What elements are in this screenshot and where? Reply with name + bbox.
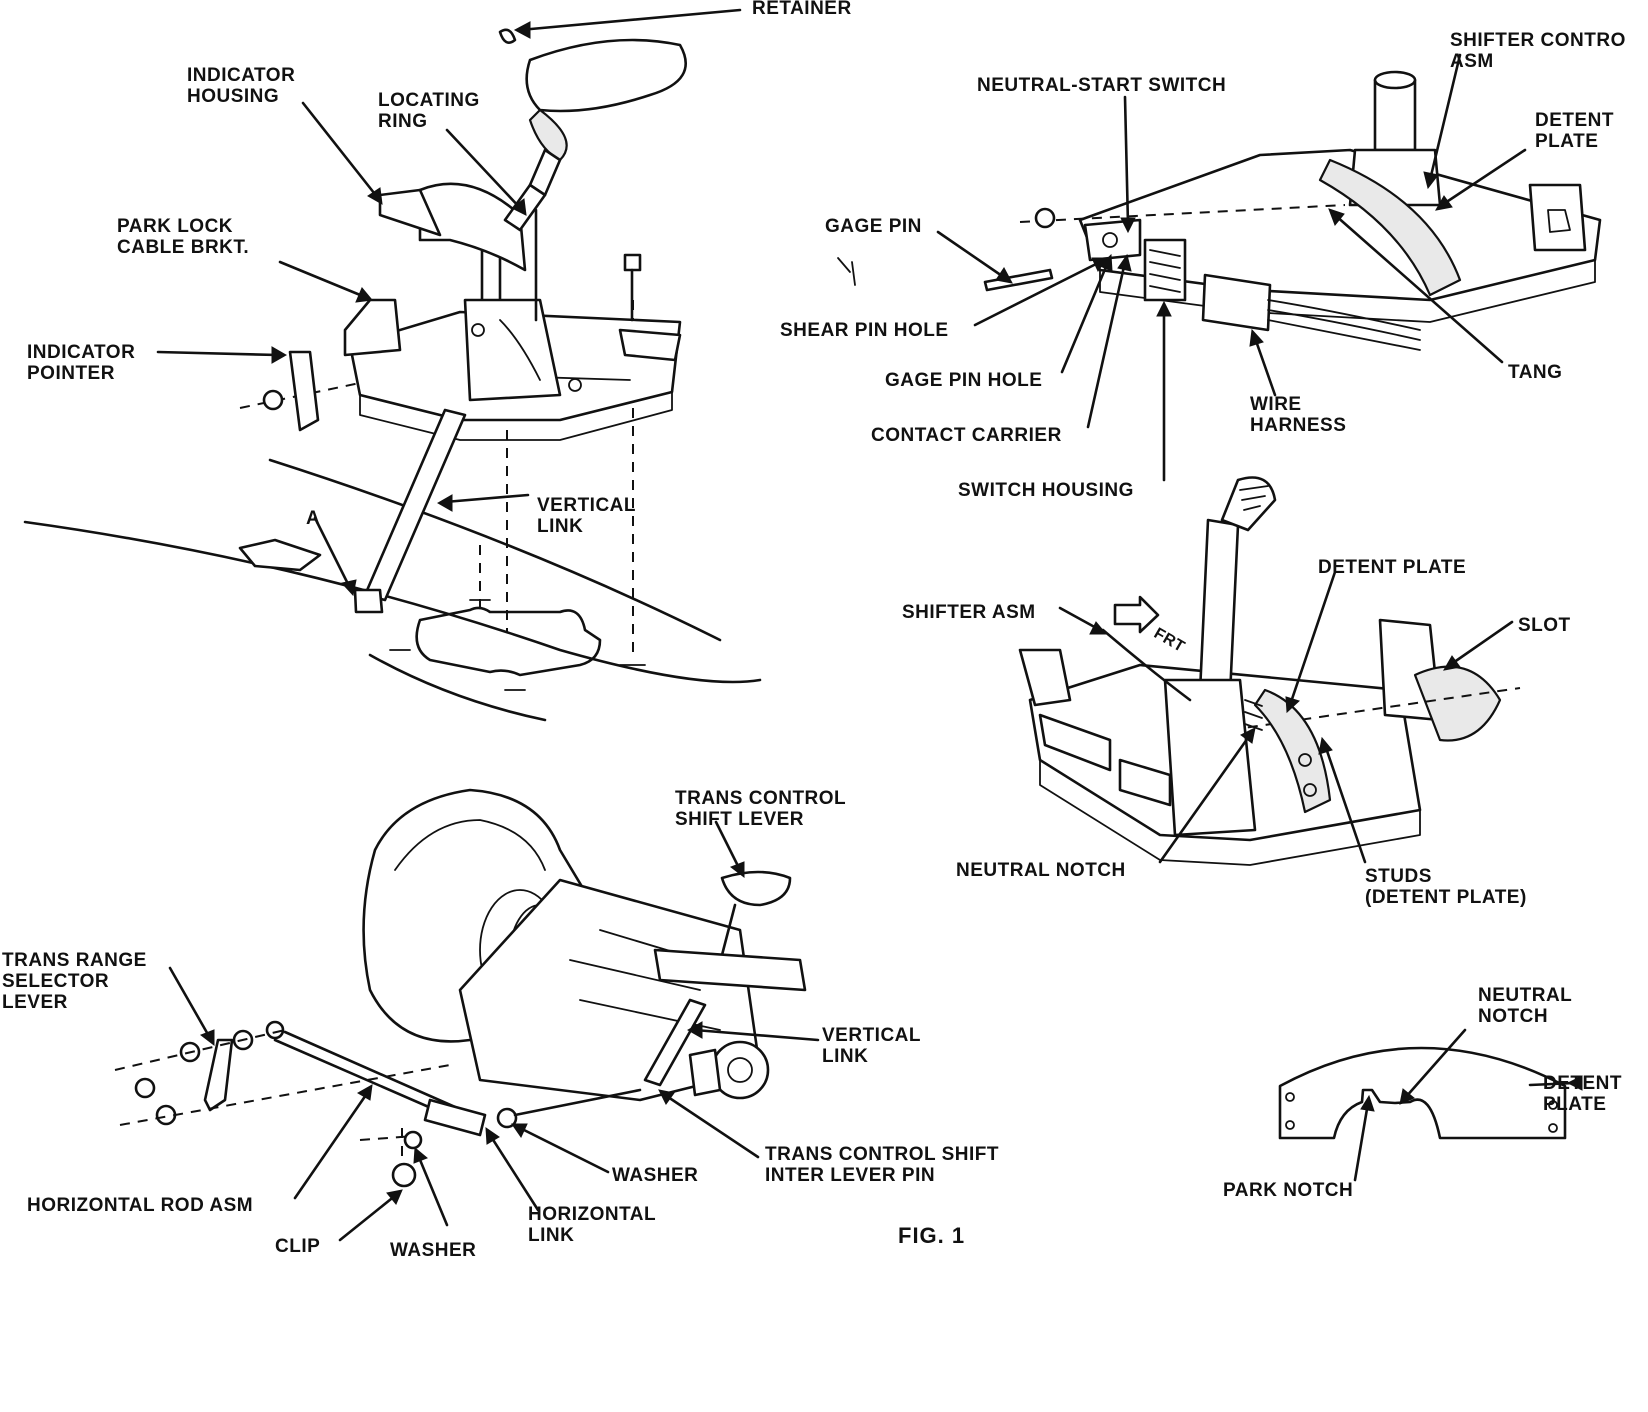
label-gage-pin: GAGE PIN bbox=[825, 216, 922, 237]
figure-caption: FIG. 1 bbox=[898, 1223, 966, 1248]
shifter-detent-plate-view bbox=[1018, 476, 1521, 866]
label-shifter-control-asm: SHIFTER CONTRO ASM bbox=[1450, 30, 1626, 72]
label-locating-ring: LOCATING RING bbox=[378, 90, 480, 132]
label-switch-housing: SWITCH HOUSING bbox=[958, 480, 1134, 501]
label-neutral-notch-mid: NEUTRAL NOTCH bbox=[956, 860, 1126, 881]
label-park-lock-cable-brkt: PARK LOCK CABLE BRKT. bbox=[117, 216, 250, 258]
label-horizontal-link: HORIZONTAL LINK bbox=[528, 1204, 657, 1246]
detent-plate-detail-view bbox=[1278, 1046, 1567, 1140]
label-washer-left: WASHER bbox=[390, 1240, 477, 1261]
label-horizontal-rod-asm: HORIZONTAL ROD ASM bbox=[27, 1195, 254, 1216]
label-detent-plate-top: DETENT PLATE bbox=[1535, 110, 1614, 152]
label-slot: SLOT bbox=[1518, 615, 1571, 636]
label-tang: TANG bbox=[1508, 362, 1563, 383]
label-wire-harness: WIRE HARNESS bbox=[1250, 394, 1347, 436]
label-trans-range-selector-lever: TRANS RANGE SELECTOR LEVER bbox=[2, 950, 147, 1013]
leader-lines bbox=[156, 8, 1583, 1242]
label-trans-control-shift-lever: TRANS CONTROL SHIFT LEVER bbox=[675, 788, 847, 830]
label-retainer: RETAINER bbox=[752, 0, 852, 19]
label-washer-right: WASHER bbox=[612, 1165, 699, 1186]
label-vertical-link-bottom: VERTICAL LINK bbox=[822, 1025, 921, 1067]
label-point-a: A bbox=[306, 508, 321, 529]
label-vertical-link-top: VERTICAL LINK bbox=[537, 495, 636, 537]
label-clip: CLIP bbox=[275, 1236, 321, 1257]
label-indicator-pointer: INDICATOR POINTER bbox=[27, 342, 136, 384]
label-shear-pin-hole: SHEAR PIN HOLE bbox=[780, 320, 949, 341]
label-neutral-start-switch: NEUTRAL-START SWITCH bbox=[977, 75, 1227, 96]
neutral-start-switch-view bbox=[837, 70, 1602, 351]
label-park-notch: PARK NOTCH bbox=[1223, 1180, 1354, 1201]
label-neutral-notch-bottom: NEUTRAL NOTCH bbox=[1478, 985, 1573, 1027]
transmission-linkage-view bbox=[114, 788, 807, 1188]
label-contact-carrier: CONTACT CARRIER bbox=[871, 425, 1062, 446]
label-trans-control-shift-inter-lever-pin: TRANS CONTROL SHIFT INTER LEVER PIN bbox=[765, 1144, 999, 1186]
label-detent-plate-mid: DETENT PLATE bbox=[1318, 557, 1467, 578]
label-detent-plate-bottom: DETENT PLATE bbox=[1543, 1073, 1622, 1115]
label-studs-detent-plate: STUDS (DETENT PLATE) bbox=[1365, 866, 1527, 908]
label-indicator-housing: INDICATOR HOUSING bbox=[187, 65, 296, 107]
label-shifter-asm: SHIFTER ASM bbox=[902, 602, 1036, 623]
label-gage-pin-hole: GAGE PIN HOLE bbox=[885, 370, 1043, 391]
